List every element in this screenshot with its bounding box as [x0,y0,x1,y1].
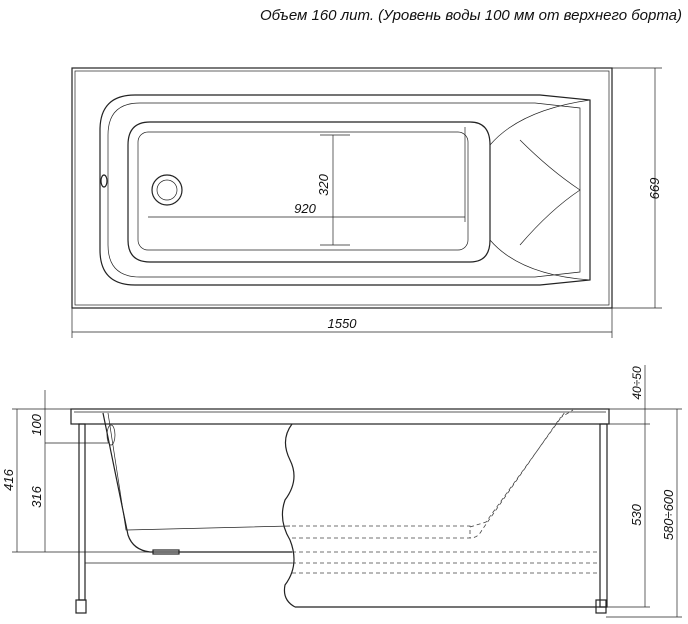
bowl-bottom [127,121,491,263]
dim-416: 416 [1,468,16,490]
dim-100: 100 [29,413,44,435]
overflow-icon [100,174,108,188]
rim [70,408,610,425]
tub-wall-left [102,412,292,553]
dim-920: 920 [294,201,316,216]
break-line [281,423,296,608]
leg-foot-right [595,599,607,614]
panel-end [599,423,608,608]
dim-320: 320 [316,173,331,195]
dim-580-600: 580÷600 [661,489,676,540]
dim-1550: 1550 [328,316,358,331]
drawing-title: Объем 160 лит. (Уровень воды 100 мм от в… [260,7,682,24]
side-view: 416 100 316 40÷50 530 580÷600 [1,365,682,618]
dim-316: 316 [29,485,44,507]
overflow-side [106,424,116,446]
dim-530: 530 [629,503,644,525]
leg-left [78,423,86,601]
leg-foot-left [75,599,87,614]
dim-699: 699 [647,177,662,199]
bowl-outline [99,94,591,286]
drain-icon [151,174,183,206]
dim-40-50: 40÷50 [630,366,644,400]
tub-outline-top [71,67,613,309]
top-view: 920 320 699 1550 [71,67,662,338]
